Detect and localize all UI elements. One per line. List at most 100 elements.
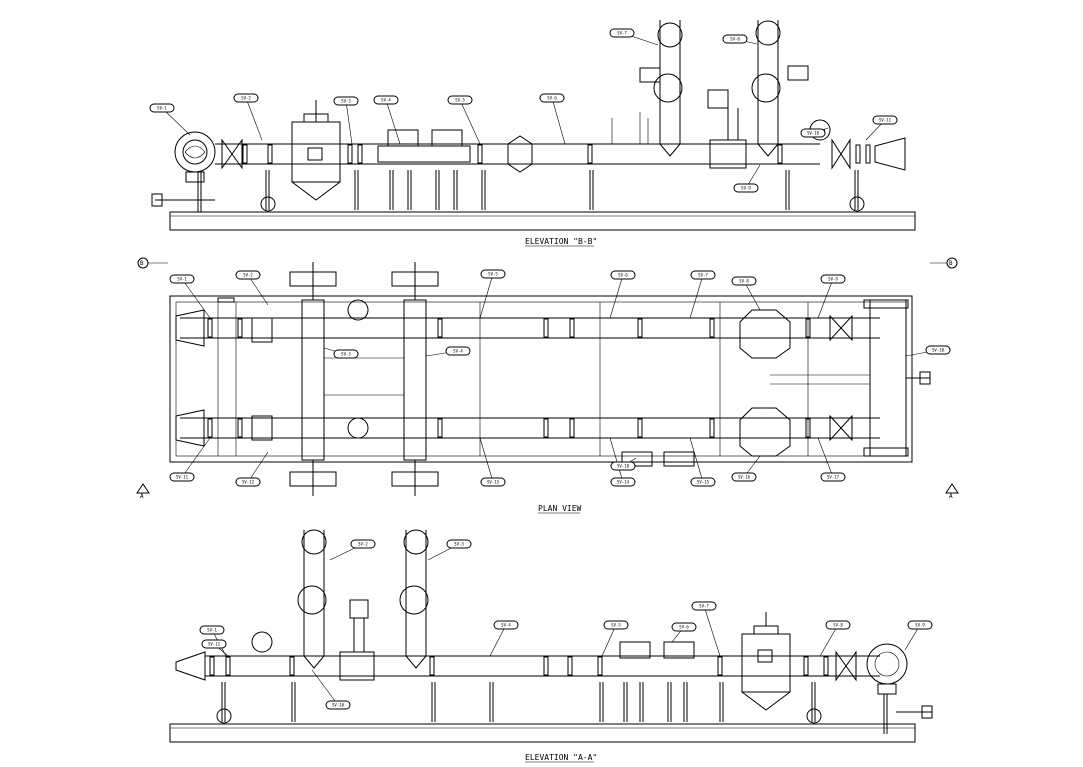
elevation-b-tags: SV-1 SV-2 SV-3 SV-4 SV-5 SV-6 SV-7 SV-8SV-9 SV-1…: [149, 28, 898, 193]
callout-tag: SV-13: [479, 437, 506, 487]
basket-strainer: [291, 100, 341, 201]
actuated-valve: [707, 89, 747, 169]
elevation-b-view: [151, 20, 916, 231]
callout-tag: SV-9: [904, 620, 933, 651]
callout-tag: SV-4: [425, 346, 471, 357]
callout-tag: SV-11: [169, 437, 211, 482]
cross-header: [301, 299, 325, 461]
callout-tag-label: SV-11: [208, 642, 221, 647]
callout-tag: SV-8: [819, 620, 851, 657]
callout-tag-label: SV-12: [242, 480, 255, 485]
elevation-a-view: [169, 529, 933, 743]
meter-housing-right: [866, 643, 908, 695]
callout-tag: SV-9: [817, 274, 846, 319]
callout-tag-label: SV-7: [699, 604, 709, 609]
manifold: [869, 299, 907, 457]
callout-tag-label: SV-1: [207, 628, 217, 633]
callout-tag-label: SV-18: [617, 464, 630, 469]
callout-tag: SV-18: [610, 457, 637, 471]
callout-tag-label: SV-11: [176, 475, 189, 480]
reducer: [175, 309, 205, 347]
reducer: [874, 137, 906, 171]
meter-housing: [251, 631, 273, 653]
callout-tag: SV-2: [329, 539, 376, 561]
callout-tag: SV-3: [427, 539, 472, 561]
callout-tag: SV-7: [609, 28, 659, 46]
cross-header: [403, 299, 427, 461]
callout-tag-label: SV-2: [241, 96, 251, 101]
callout-tag-label: SV-11: [879, 118, 892, 123]
callout-tag: SV-8: [722, 34, 758, 45]
callout-tag-label: SV-6: [547, 96, 557, 101]
pipe-supports: [221, 681, 888, 735]
callout-tag-label: SV-4: [501, 623, 511, 628]
skid-base: [169, 723, 916, 743]
gate-valve: [829, 414, 853, 442]
callout-tag-label: SV-10: [807, 131, 820, 136]
callout-tag: SV-16: [731, 455, 761, 482]
callout-tag-label: SV-5: [488, 272, 498, 277]
callout-tag-label: SV-3: [454, 542, 464, 547]
callout-tag-label: SV-10: [332, 703, 345, 708]
callout-tag-label: SV-9: [828, 277, 838, 282]
callout-tag: SV-4: [489, 620, 519, 657]
callout-tag-label: SV-5: [455, 98, 465, 103]
control-valve-right: [751, 20, 809, 157]
control-valve-right: [399, 529, 429, 669]
gate-valve: [835, 650, 857, 682]
meter-body: [251, 415, 273, 441]
callout-tag: SV-2: [233, 93, 263, 141]
actuated-valve: [339, 599, 375, 681]
caption-elevation-a: ELEVATION "A-A": [525, 753, 597, 762]
plan-view: [169, 262, 931, 496]
callout-tag: SV-15: [689, 437, 716, 487]
svg-text:A: A: [140, 493, 144, 500]
basket-strainer: [741, 612, 791, 711]
callout-tag: SV-1: [149, 103, 191, 136]
callout-tag: SV-3: [323, 347, 359, 359]
svg-text:B: B: [140, 260, 144, 267]
support-saddle: [260, 196, 276, 212]
flange-row: [209, 656, 829, 676]
skid-base: [169, 211, 916, 231]
callout-tag-label: SV-8: [833, 623, 843, 628]
pipe-supports: [197, 169, 859, 213]
callout-tag: SV-14: [609, 437, 636, 487]
caption-plan-view: PLAN VIEW: [538, 504, 582, 513]
callout-tag: SV-1: [169, 274, 211, 319]
skid-frame: [169, 295, 913, 463]
callout-tag-label: SV-14: [617, 480, 630, 485]
callout-tag-label: SV-4: [453, 349, 463, 354]
reducer: [175, 651, 206, 681]
callout-tag-label: SV-3: [341, 352, 351, 357]
callout-tag-label: SV-4: [381, 98, 391, 103]
callout-tag: SV-4: [373, 95, 401, 145]
svg-text:A: A: [949, 493, 953, 500]
callout-tag-label: SV-2: [358, 542, 368, 547]
callout-tag: SV-5: [479, 269, 506, 319]
callout-tag-label: SV-17: [827, 475, 840, 480]
callout-tag-label: SV-1: [177, 277, 187, 282]
callout-tag: SV-9: [733, 164, 761, 193]
section-mark-b-left: B: [137, 257, 168, 269]
callout-tag: SV-7: [691, 601, 721, 657]
callout-tag: SV-3: [333, 96, 359, 145]
callout-tag: SV-11: [865, 115, 898, 141]
flange-row: [242, 144, 871, 164]
callout-tag-label: SV-13: [487, 480, 500, 485]
section-mark-a-left: A: [136, 483, 150, 500]
spool: [377, 145, 471, 163]
strainer: [739, 309, 791, 359]
spool-loop: [663, 641, 695, 659]
callout-tag: SV-6: [671, 622, 697, 643]
support-saddle: [849, 196, 865, 212]
callout-tag-label: SV-2: [243, 273, 253, 278]
callout-tag: SV-10: [800, 127, 829, 138]
callout-tag: SV-10: [311, 669, 351, 710]
meter-body: [251, 317, 273, 343]
callout-tag-label: SV-9: [741, 186, 751, 191]
callout-tag: SV-11: [201, 639, 229, 657]
callout-tag-label: SV-16: [738, 475, 751, 480]
